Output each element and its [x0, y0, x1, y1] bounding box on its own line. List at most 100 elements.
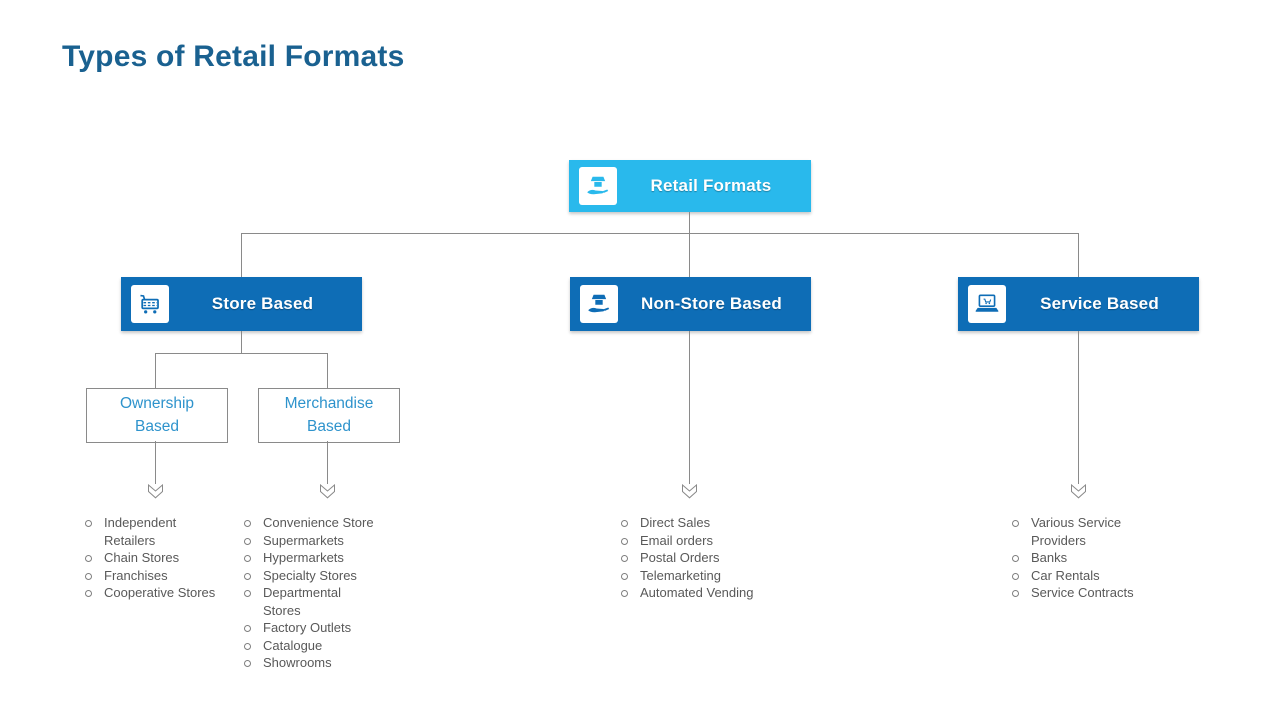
- node-label: Ownership Based: [119, 395, 195, 435]
- bullet-icon: [1012, 520, 1019, 527]
- node-service-based: Service Based: [958, 277, 1199, 331]
- bullet-icon: [621, 537, 628, 545]
- list-item-label: Hypermarkets: [263, 550, 344, 565]
- bullet-icon: [244, 572, 251, 580]
- bullet-icon: [1012, 590, 1019, 597]
- bullet-icon: [85, 555, 92, 562]
- list-item-label: Franchises: [104, 567, 168, 583]
- hand-store-icon: [579, 167, 617, 205]
- list-item-label: Specialty Stores: [263, 567, 357, 583]
- list-item: Telemarketing: [620, 567, 770, 585]
- list-item: Email orders: [620, 532, 770, 550]
- hand-store-icon: [580, 285, 618, 323]
- bullet-icon: [1012, 555, 1019, 562]
- list-item: Showrooms: [243, 654, 393, 672]
- node-label: Service Based: [1040, 294, 1159, 313]
- chevron-down-icon: [147, 484, 164, 500]
- list-item: Direct Sales: [620, 514, 770, 532]
- shopping-cart-icon: [131, 285, 169, 323]
- node-label: Retail Formats: [650, 176, 772, 195]
- list-item: Independent Retailers: [84, 514, 234, 549]
- bullet-icon: [621, 555, 628, 562]
- page-title: Types of Retail Formats: [62, 40, 405, 73]
- list-item-label: Email orders: [640, 532, 713, 548]
- node-retail-formats: Retail Formats: [569, 160, 811, 212]
- bullet-icon: [244, 555, 251, 562]
- connector-line: [155, 353, 328, 354]
- node-label: Store Based: [211, 294, 314, 313]
- list-item: Hypermarkets: [243, 549, 393, 567]
- list-item-label: Catalogue: [263, 637, 323, 653]
- list-item-label: Car Rentals: [1031, 567, 1100, 583]
- list-item-label: Departmental Stores: [263, 585, 342, 618]
- connector-line: [689, 212, 690, 233]
- bullet-icon: [244, 642, 251, 650]
- connector-line: [1078, 233, 1079, 277]
- node-label: Non-Store Based: [641, 294, 782, 313]
- node-non-store-based: Non-Store Based: [570, 277, 811, 331]
- bullet-icon: [1012, 572, 1019, 580]
- list-item-label: Postal Orders: [640, 550, 720, 565]
- list-item: Catalogue: [243, 637, 393, 655]
- connector-line: [241, 233, 1079, 234]
- list-item: Car Rentals: [1011, 567, 1161, 585]
- list-item-label: Service Contracts: [1031, 585, 1134, 600]
- list-item: Service Contracts: [1011, 584, 1161, 602]
- list-item: Postal Orders: [620, 549, 770, 567]
- list-item-label: Showrooms: [263, 655, 332, 670]
- connector-line: [689, 233, 690, 277]
- list-item-label: Banks: [1031, 550, 1068, 565]
- bullet-icon: [244, 520, 251, 527]
- node-ownership-based: Ownership Based: [86, 388, 228, 443]
- node-merchandise-based: Merchandise Based: [258, 388, 400, 443]
- bullet-icon: [621, 572, 628, 580]
- bullet-icon: [621, 590, 628, 597]
- bullet-icon: [85, 590, 92, 597]
- list-item-label: Cooperative Stores: [104, 585, 216, 600]
- list-item: Chain Stores: [84, 549, 234, 567]
- list-item: Various Service Providers: [1011, 514, 1161, 549]
- bullet-icon: [85, 520, 92, 527]
- list-item: Departmental Stores: [243, 584, 393, 619]
- node-label: Merchandise Based: [284, 395, 374, 435]
- arrow-stem: [689, 331, 690, 484]
- list-item-label: Supermarkets: [263, 532, 344, 548]
- list-item: Supermarkets: [243, 532, 393, 550]
- list-item: Specialty Stores: [243, 567, 393, 585]
- connector-line: [241, 233, 242, 277]
- bullet-icon: [244, 625, 251, 632]
- list-item: Factory Outlets: [243, 619, 393, 637]
- laptop-cart-icon: [968, 285, 1006, 323]
- chevron-down-icon: [319, 484, 336, 500]
- list-item-label: Telemarketing: [640, 567, 721, 583]
- bullet-icon: [244, 537, 251, 545]
- node-store-based: Store Based: [121, 277, 362, 331]
- bullet-icon: [244, 660, 251, 667]
- list-item-label: Chain Stores: [104, 550, 180, 565]
- connector-line: [327, 353, 328, 388]
- list-item: Cooperative Stores: [84, 584, 234, 602]
- bullet-icon: [244, 590, 251, 597]
- arrow-stem: [1078, 331, 1079, 484]
- bullet-icon: [85, 572, 92, 580]
- chevron-down-icon: [1070, 484, 1087, 500]
- list-item-label: Independent Retailers: [104, 515, 177, 548]
- arrow-stem: [155, 441, 156, 484]
- bullet-icon: [621, 520, 628, 527]
- list-item-label: Factory Outlets: [263, 620, 352, 635]
- connector-line: [241, 331, 242, 353]
- list-item-label: Direct Sales: [640, 515, 711, 530]
- arrow-stem: [327, 441, 328, 484]
- list-item: Automated Vending: [620, 584, 770, 602]
- list-item-label: Various Service Providers: [1031, 515, 1122, 548]
- list-item-label: Automated Vending: [640, 585, 754, 600]
- list-item: Banks: [1011, 549, 1161, 567]
- chevron-down-icon: [681, 484, 698, 500]
- list-item: Franchises: [84, 567, 234, 585]
- list-item: Convenience Store: [243, 514, 393, 532]
